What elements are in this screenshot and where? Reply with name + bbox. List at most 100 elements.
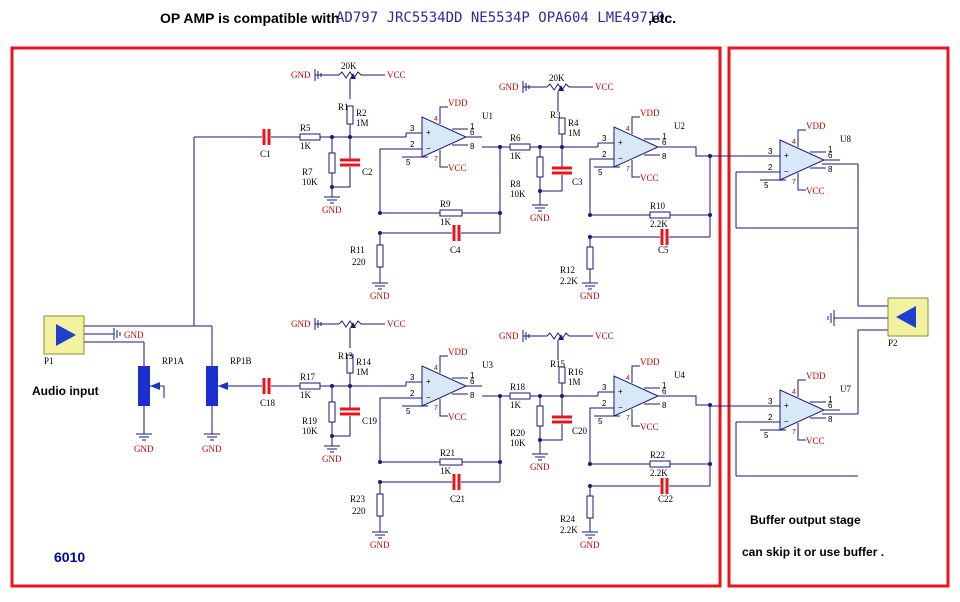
opamp-stage-2: +− [613, 375, 660, 417]
vcc-label: VCC [640, 173, 659, 183]
junction-dot [588, 462, 592, 466]
trimmer-label: 20K [341, 61, 357, 71]
vcc-label: VCC [806, 186, 825, 196]
pot-rp1a[interactable] [138, 366, 160, 406]
cap-fb-2 [660, 229, 669, 245]
pin-6: 6 [662, 387, 667, 396]
opamp-label: U7 [840, 384, 851, 394]
resistor-gnd-1-value: 10K [302, 426, 318, 436]
opamp-minus: − [618, 154, 623, 163]
resistor-bias-2-name: R14 [356, 357, 372, 367]
pin-8: 8 [662, 152, 667, 161]
resistor-mid-value: 1K [510, 400, 522, 410]
opamp-label: U1 [482, 111, 493, 121]
pin-7: 7 [626, 415, 630, 422]
pot-rp1b[interactable] [206, 366, 228, 406]
resistor-in-value: 1K [300, 390, 312, 400]
pin-6: 6 [828, 401, 833, 410]
resistor-mid-value: 1K [510, 151, 522, 161]
gnd-label-p1: GND [124, 330, 144, 340]
gnd-symbol [372, 282, 388, 290]
gnd-label-rp1b: GND [202, 444, 222, 454]
resistor-gnd-2-name: R8 [510, 179, 521, 189]
resistor-bias-4-value: 1M [568, 377, 581, 387]
pin-2: 2 [768, 163, 773, 172]
pin-8: 8 [828, 165, 833, 174]
vcc-label: VCC [387, 319, 406, 329]
cap-in-1-label: C2 [362, 167, 373, 177]
cap-fb-2 [660, 478, 669, 494]
resistor-mid [509, 392, 531, 400]
gnd-label: GND [580, 291, 600, 301]
resistor-gnd-1 [328, 152, 336, 174]
vcc-label: VCC [806, 436, 825, 446]
resistor-fb-1 [439, 458, 463, 466]
junction-dot [330, 434, 334, 438]
header-lead-text: OP AMP is compatible with [160, 10, 340, 26]
resistor-shunt-1 [376, 493, 384, 517]
resistor-fb-1-name: R9 [440, 199, 451, 209]
input-capacitor [262, 129, 271, 145]
opamp-minus: − [426, 393, 431, 402]
resistor-shunt-1-value: 220 [352, 257, 366, 267]
opamp-body [613, 126, 660, 168]
junction-dot [538, 189, 542, 193]
resistor-shunt-2 [586, 495, 594, 519]
resistor-shunt-1 [376, 244, 384, 268]
buffer-note-line2: can skip it or use buffer . [742, 545, 884, 559]
cap-in-2-label: C20 [572, 426, 588, 436]
pin-8: 8 [470, 391, 475, 400]
resistor-mid-name: R6 [510, 133, 521, 143]
gnd-symbol [582, 531, 598, 539]
trimmer-wiper [350, 73, 356, 79]
pin-8: 8 [470, 142, 475, 151]
input-cap-label: C18 [260, 398, 276, 408]
pin-4: 4 [434, 365, 438, 372]
pin-1: 1 [662, 132, 667, 141]
vdd-label: VDD [448, 347, 468, 357]
opamp-label: U2 [674, 121, 685, 131]
resistor-bias-1-name: R1 [338, 102, 349, 112]
gnd-label: GND [499, 331, 519, 341]
resistor-gnd-2 [536, 405, 544, 427]
pin-3: 3 [410, 373, 415, 382]
pin-5: 5 [598, 417, 603, 426]
junction-dot [538, 438, 542, 442]
resistor-fb-1-value: 1K [440, 466, 452, 476]
buffer-frame [727, 46, 950, 588]
vdd-label: VDD [806, 121, 826, 131]
resistor-shunt-2 [586, 246, 594, 270]
gnd-label: GND [291, 319, 311, 329]
pin-7: 7 [792, 179, 796, 186]
pin-3: 3 [602, 383, 607, 392]
opamp-minus: − [618, 403, 623, 412]
wire [631, 365, 640, 383]
junction-dot [378, 211, 382, 215]
resistor-mid [509, 143, 531, 151]
audio-input-label: Audio input [32, 384, 99, 398]
resistor-bias-1-name: R13 [338, 351, 354, 361]
trimmer-zigzag [546, 332, 570, 340]
resistor-bias-3 [558, 117, 566, 135]
pin-8: 8 [828, 415, 833, 424]
cap-in-2 [552, 415, 572, 424]
pot-rp1a-label: RP1A [162, 356, 185, 366]
trimmer-label: 20K [549, 73, 565, 83]
vcc-label: VCC [595, 82, 614, 92]
trimmer-zigzag [338, 320, 362, 328]
opamp-plus: + [426, 128, 431, 137]
opamp-label: U8 [840, 134, 851, 144]
gnd-symbol [324, 445, 340, 453]
connector-p2[interactable] [887, 297, 929, 337]
buffer-opamp: +− [779, 139, 826, 181]
gnd-symbol-p2 [827, 310, 835, 326]
gnd-label: GND [370, 291, 390, 301]
resistor-fb-2-name: R22 [650, 450, 665, 460]
wire [589, 158, 598, 215]
opamp-label: U3 [482, 360, 493, 370]
wire [332, 416, 351, 437]
connector-p1[interactable] [43, 315, 85, 355]
opamp-plus: + [618, 387, 623, 396]
trimmer-wiper [558, 85, 564, 91]
pin-4: 4 [792, 389, 796, 396]
